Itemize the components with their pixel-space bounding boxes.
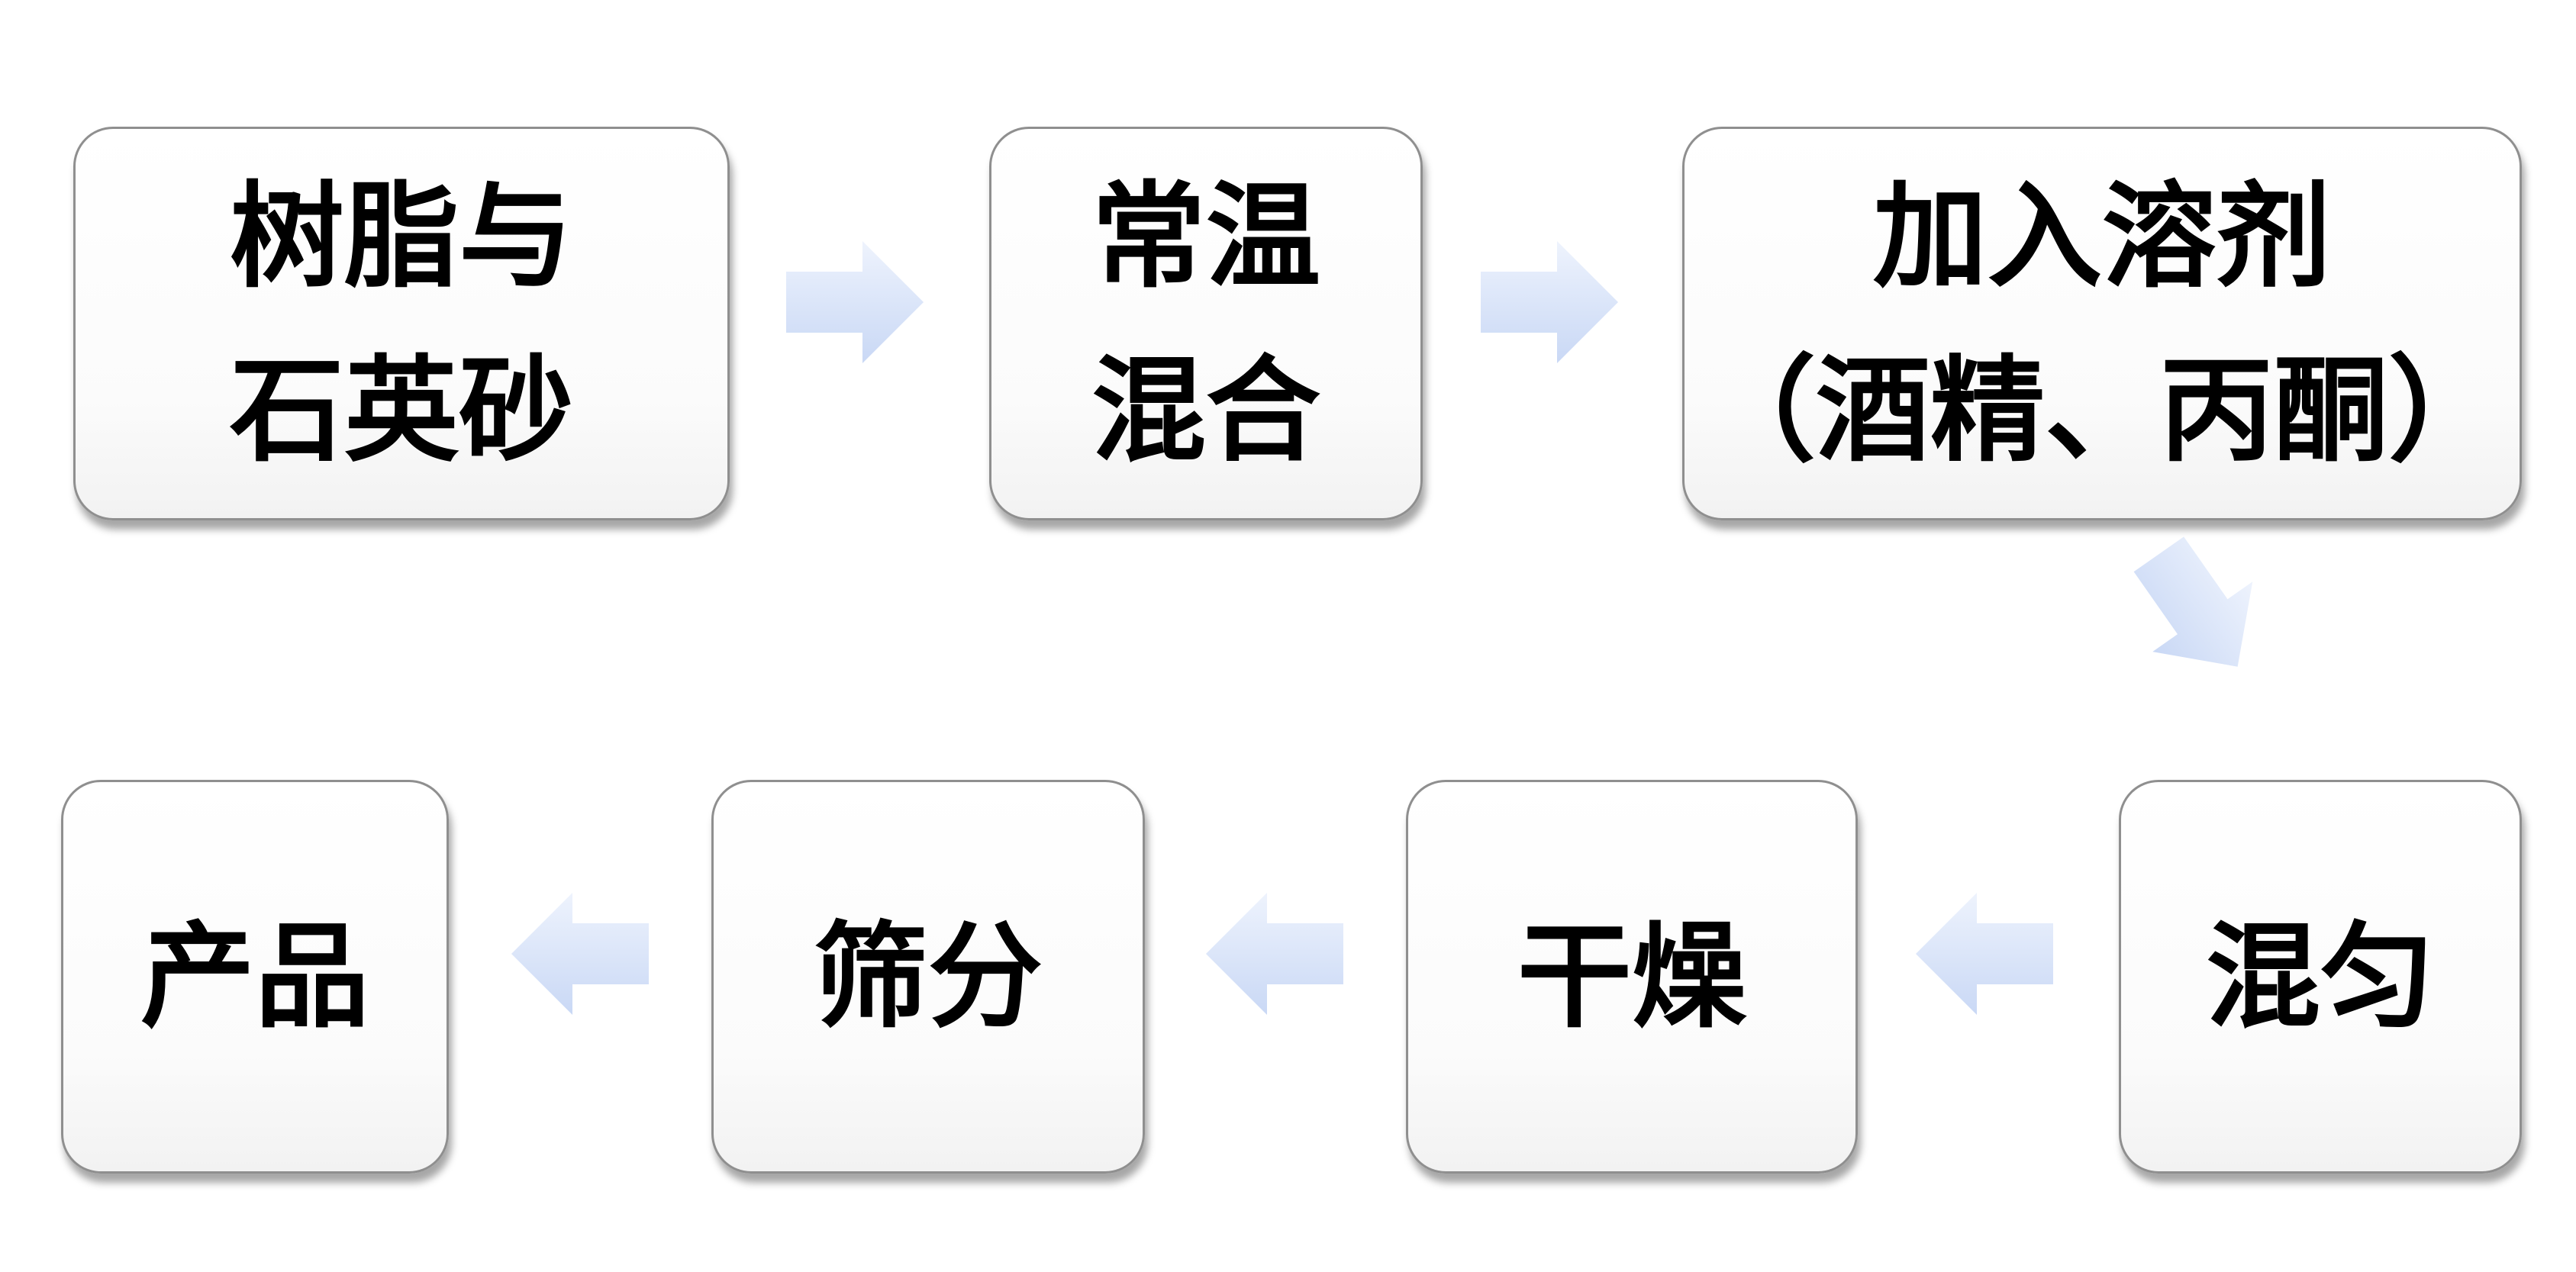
arrow-graphic bbox=[2133, 536, 2253, 667]
flow-arrow-left-icon bbox=[1206, 893, 1359, 1053]
step-label-line: （酒精、丙酮） bbox=[1701, 343, 2503, 478]
step-label: 树脂与 石英砂 bbox=[230, 150, 573, 498]
step-label-line: 混匀 bbox=[2205, 910, 2435, 1044]
step-label-line: 常温 bbox=[1091, 169, 1320, 304]
step-add-solvent: 加入溶剂 （酒精、丙酮） bbox=[1682, 127, 2522, 520]
arrow-graphic bbox=[511, 893, 649, 1015]
arrow-graphic bbox=[1481, 241, 1618, 363]
step-label: 加入溶剂 （酒精、丙酮） bbox=[1701, 150, 2503, 498]
step-label-line: 产品 bbox=[140, 910, 369, 1044]
flow-arrow-down-icon bbox=[2129, 536, 2282, 710]
step-sieving: 筛分 bbox=[711, 780, 1145, 1174]
step-resin-and-quartz-sand: 树脂与 石英砂 bbox=[73, 127, 730, 520]
step-room-temperature-mixing: 常温 混合 bbox=[989, 127, 1423, 520]
step-label-line: 石英砂 bbox=[229, 343, 573, 478]
flow-arrow-right-icon bbox=[1481, 241, 1633, 401]
step-product: 产品 bbox=[61, 780, 449, 1174]
step-label: 筛分 bbox=[814, 890, 1043, 1064]
flow-arrow-left-icon bbox=[1916, 893, 2068, 1053]
arrow-graphic bbox=[1916, 893, 2053, 1015]
step-label: 混匀 bbox=[2206, 890, 2435, 1064]
step-label-line: 树脂与 bbox=[229, 169, 573, 304]
step-label: 常温 混合 bbox=[1091, 150, 1320, 498]
arrow-graphic bbox=[786, 241, 924, 363]
arrow-shape bbox=[1206, 893, 1343, 1015]
arrow-shape bbox=[786, 241, 924, 363]
step-label-line: 筛分 bbox=[813, 910, 1043, 1044]
step-label-line: 加入溶剂 bbox=[1872, 169, 2331, 304]
arrow-graphic bbox=[1206, 893, 1343, 1015]
step-blend-evenly: 混匀 bbox=[2119, 780, 2522, 1174]
step-label: 产品 bbox=[140, 890, 369, 1064]
step-drying: 干燥 bbox=[1406, 780, 1858, 1174]
arrow-shape bbox=[1481, 241, 1618, 363]
step-label-line: 干燥 bbox=[1517, 910, 1746, 1044]
arrow-shape bbox=[511, 893, 649, 1015]
flow-arrow-left-icon bbox=[511, 893, 664, 1053]
arrow-shape bbox=[2133, 536, 2253, 667]
flow-arrow-right-icon bbox=[786, 241, 939, 401]
step-label: 干燥 bbox=[1517, 890, 1746, 1064]
step-label-line: 混合 bbox=[1091, 343, 1320, 478]
arrow-shape bbox=[1916, 893, 2053, 1015]
